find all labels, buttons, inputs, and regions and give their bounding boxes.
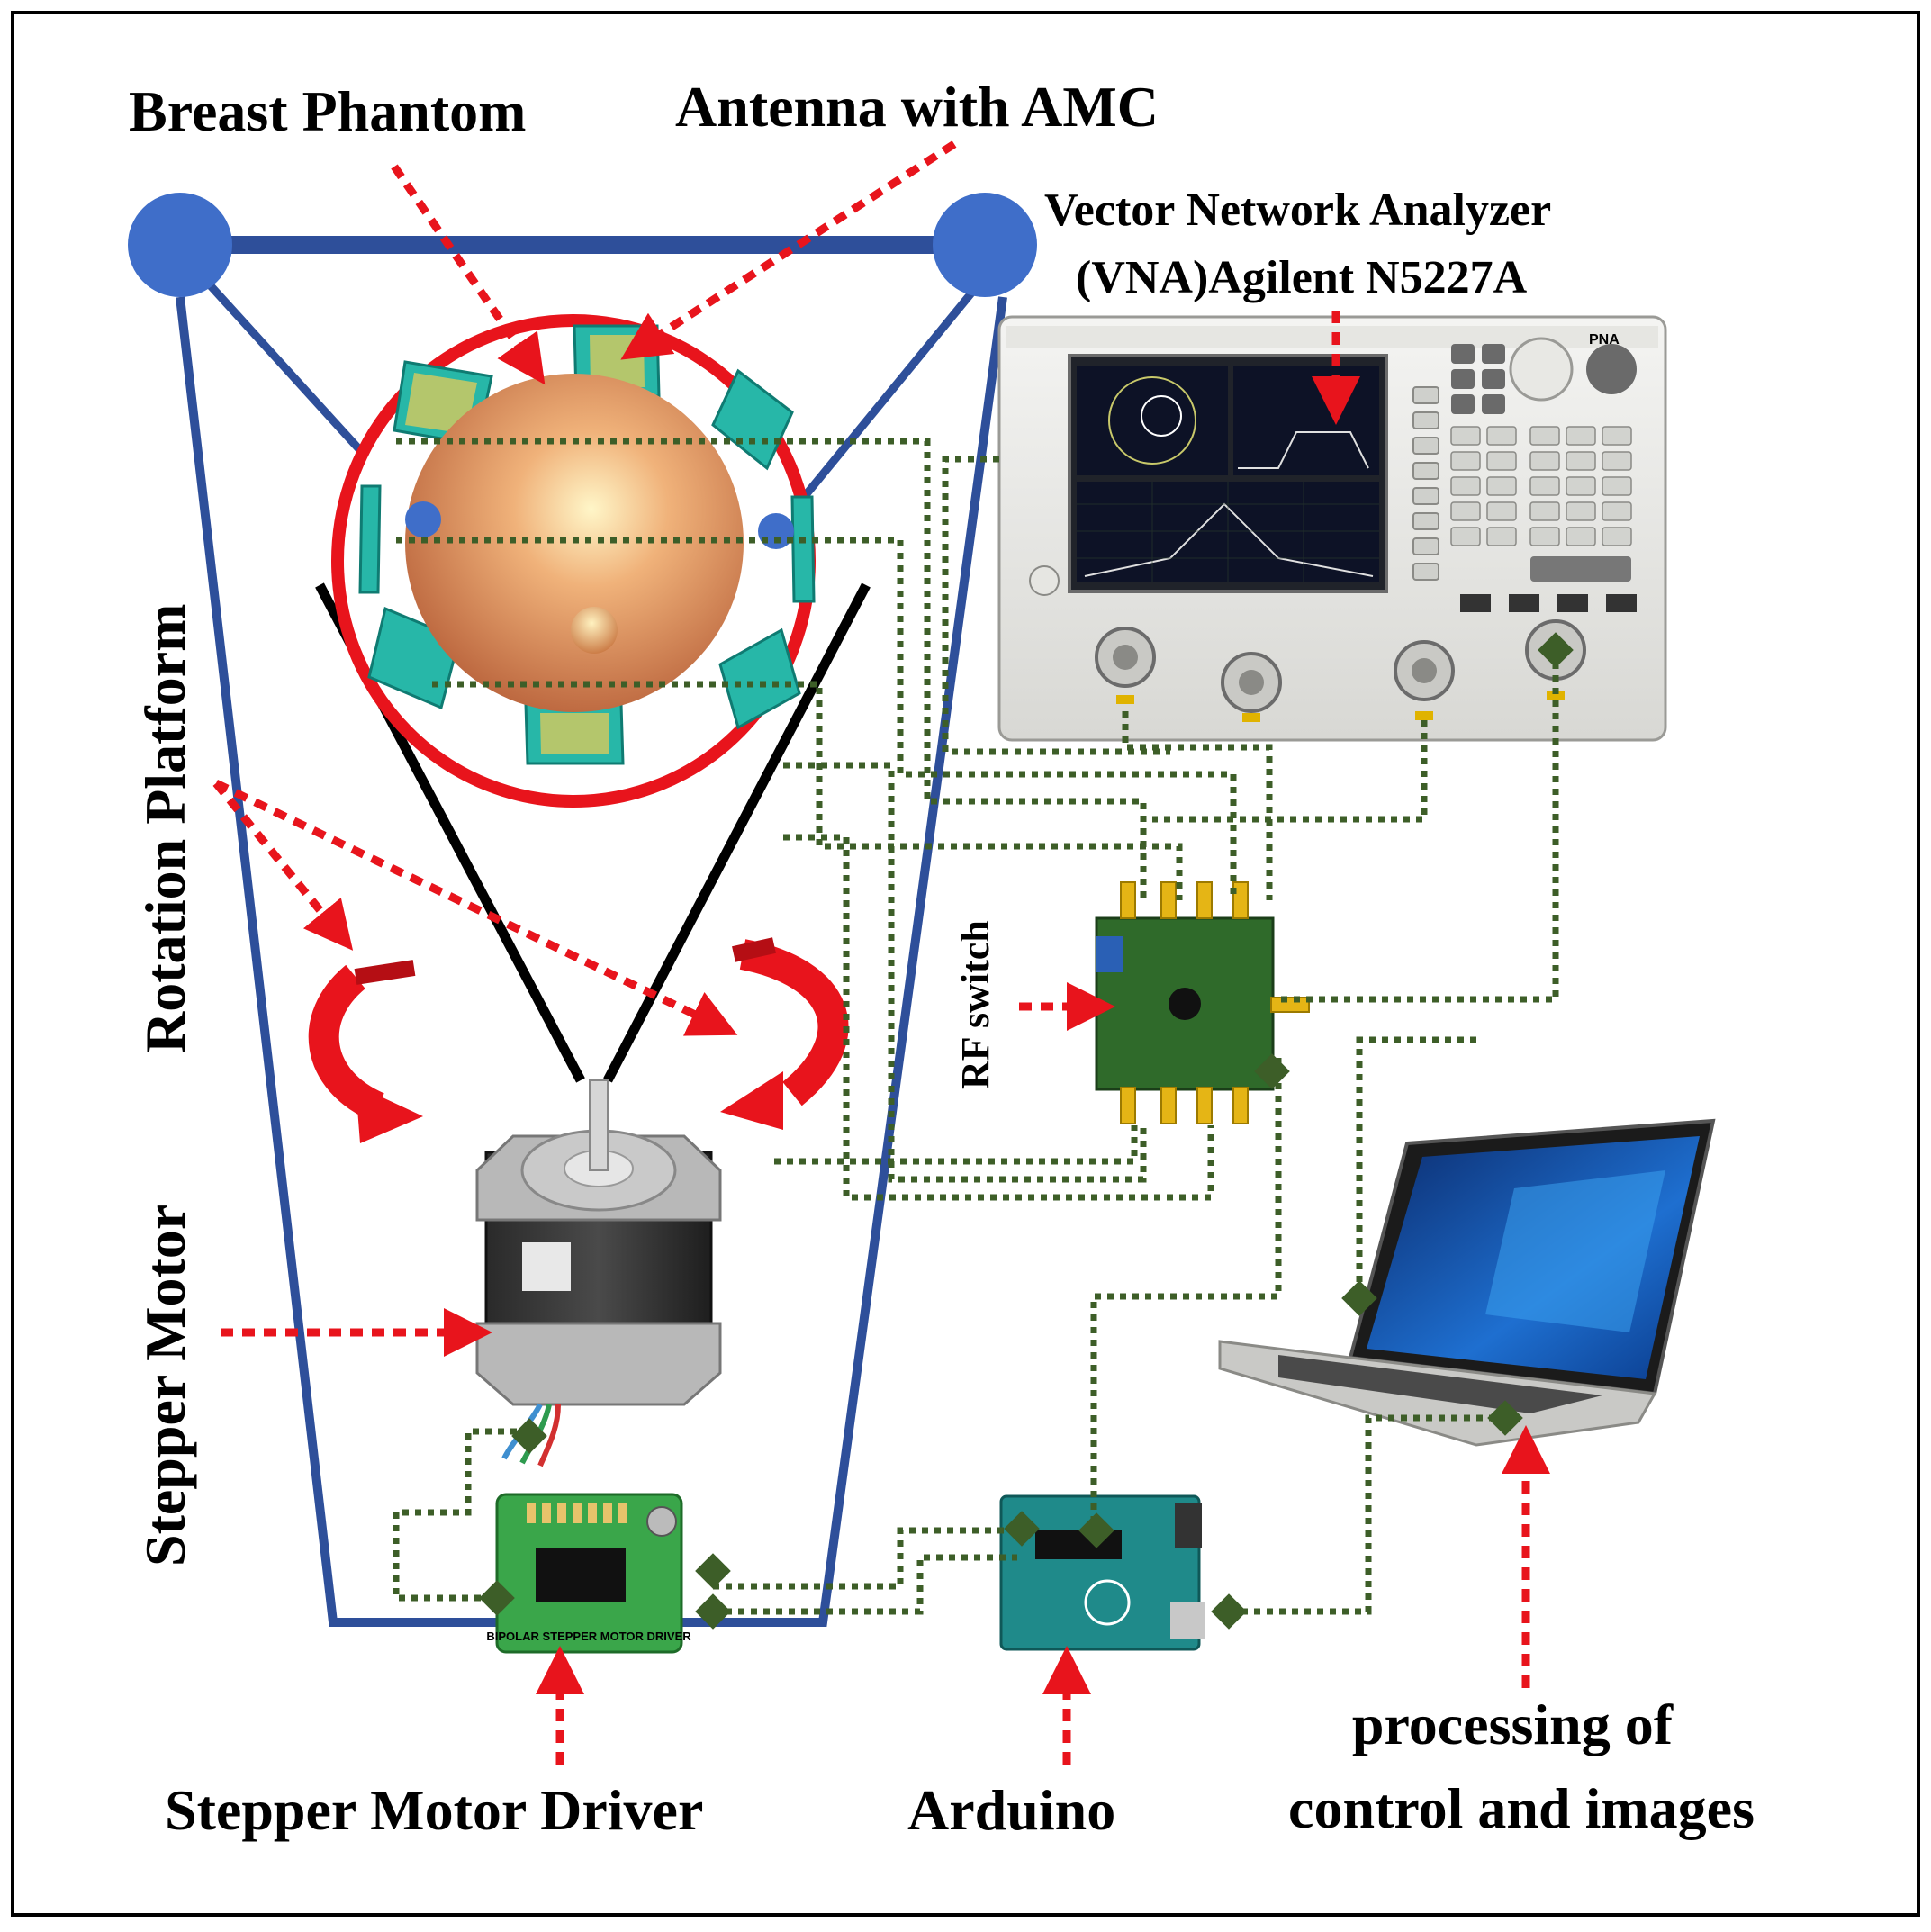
label-antenna-amc: Antenna with AMC xyxy=(675,75,1159,139)
stepper-driver-device: BIPOLAR STEPPER MOTOR DRIVER xyxy=(486,1493,691,1654)
antenna-element xyxy=(718,627,801,730)
label-vna-line2: (VNA)Agilent N5227A xyxy=(1076,252,1528,303)
pointer-arrows xyxy=(212,140,1550,1765)
stepper-motor xyxy=(475,1079,722,1467)
arrow-breast-phantom xyxy=(391,164,546,385)
driver-board-label: BIPOLAR STEPPER MOTOR DRIVER xyxy=(486,1630,691,1643)
label-stepper-motor-driver: Stepper Motor Driver xyxy=(165,1778,703,1842)
frame-joint-left xyxy=(128,193,232,297)
antenna-array xyxy=(331,314,816,808)
label-breast-phantom: Breast Phantom xyxy=(129,79,526,143)
frame-pivot-right xyxy=(758,513,794,549)
label-arduino: Arduino xyxy=(907,1778,1115,1842)
rotation-arrow-right xyxy=(720,937,849,1130)
label-rf-switch: RF switch xyxy=(953,920,997,1089)
vna-brand-label: PNA xyxy=(1589,332,1620,348)
label-processing-line2: control and images xyxy=(1288,1776,1755,1840)
antenna-element xyxy=(358,484,382,594)
arrow-antenna xyxy=(620,140,957,360)
phantom-nipple xyxy=(571,607,618,654)
frame-joint-right xyxy=(933,193,1037,297)
frame-pivot-left xyxy=(405,501,441,537)
rf-switch-device xyxy=(1095,881,1310,1124)
antenna-element xyxy=(711,368,794,471)
label-stepper-motor: Stepper Motor xyxy=(133,1205,197,1566)
cable-connections xyxy=(393,438,1559,1615)
antenna-element xyxy=(790,495,816,603)
vna-device: PNA xyxy=(997,315,1667,742)
arrow-rotation-right xyxy=(214,779,738,1036)
label-rotation-platform: Rotation Platform xyxy=(133,604,197,1053)
arduino-device xyxy=(999,1494,1205,1651)
label-vna-line1: Vector Network Analyzer xyxy=(1044,185,1551,236)
rotation-arrow-left xyxy=(308,960,423,1143)
motor-shaft xyxy=(589,1079,609,1171)
arrow-rotation-left xyxy=(212,781,354,951)
vna-knob xyxy=(1509,337,1574,402)
laptop-device xyxy=(1218,1118,1716,1447)
label-processing-line1: processing of xyxy=(1352,1693,1674,1756)
